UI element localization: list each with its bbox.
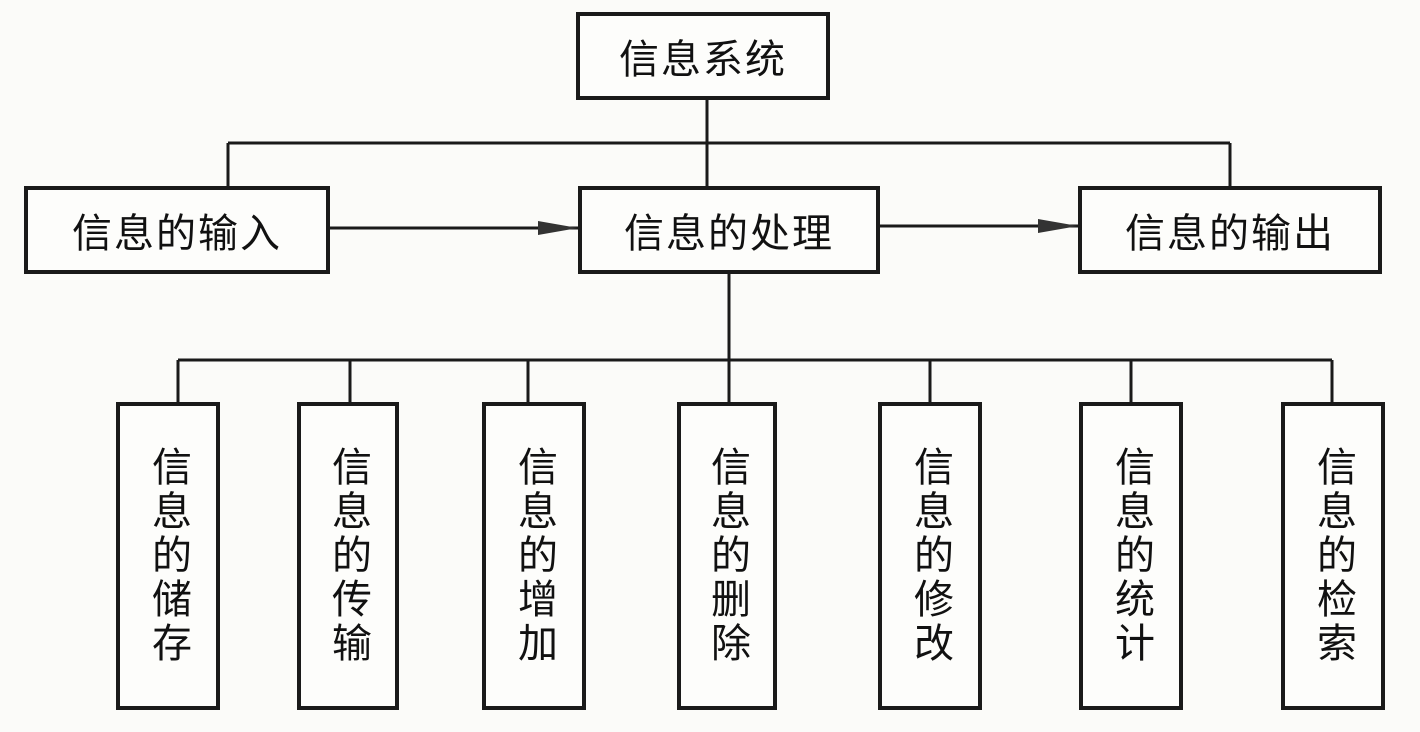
node-information-input: 信息的输入 [24, 186, 330, 274]
node-information-system: 信息系统 [576, 12, 830, 100]
node-information-addition: 信息的增加 [482, 402, 586, 710]
node-label: 信息的处理 [624, 211, 834, 257]
node-information-storage: 信息的储存 [116, 402, 220, 710]
node-label: 信息的删除 [704, 446, 750, 666]
node-information-modification: 信息的修改 [878, 402, 982, 710]
node-label: 信息的增加 [511, 446, 557, 666]
node-information-processing: 信息的处理 [578, 186, 880, 274]
node-label: 信息的储存 [145, 446, 191, 666]
node-label: 信息的输入 [72, 211, 282, 257]
node-information-deletion: 信息的删除 [677, 402, 777, 710]
node-label: 信息的统计 [1108, 446, 1154, 666]
node-label: 信息的传输 [325, 446, 371, 666]
node-label: 信息的检索 [1310, 446, 1356, 666]
node-label: 信息的输出 [1125, 211, 1335, 257]
node-information-output: 信息的输出 [1078, 186, 1382, 274]
node-information-retrieval: 信息的检索 [1281, 402, 1385, 710]
node-information-statistics: 信息的统计 [1079, 402, 1183, 710]
node-information-transmission: 信息的传输 [297, 402, 399, 710]
node-label: 信息系统 [619, 37, 787, 83]
node-label: 信息的修改 [907, 446, 953, 666]
